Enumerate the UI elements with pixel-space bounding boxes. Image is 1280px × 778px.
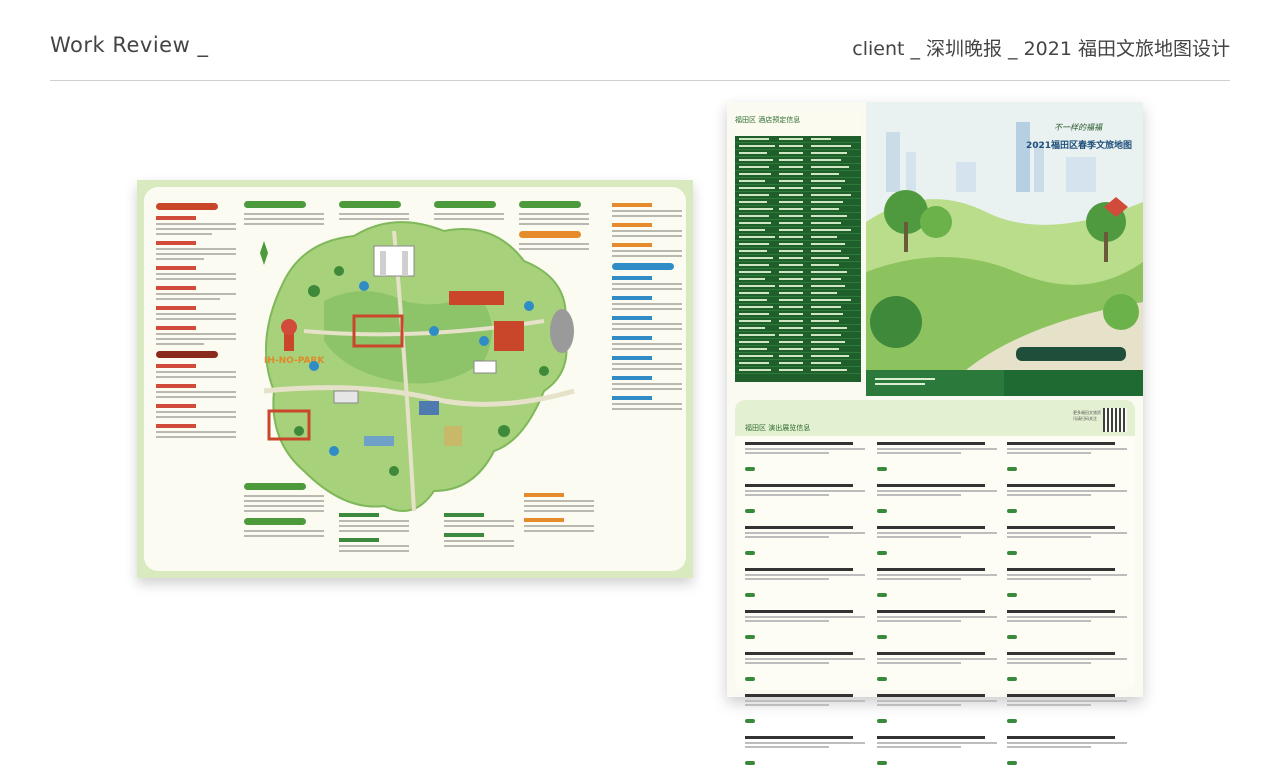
cover-brochure: 福田区 酒店预定信息 (727, 102, 1143, 765)
map-pin-icon (329, 446, 339, 456)
events-column (877, 442, 997, 778)
client-title: client _ 深圳晚报 _ 2021 福田文旅地图设计 (852, 38, 1230, 60)
building-landmark (352, 314, 404, 348)
header-divider (50, 80, 1230, 81)
hotel-panel: 福田区 酒店预定信息 (735, 112, 861, 382)
qr-caption: 更多福田文旅资讯请扫码关注 (1073, 410, 1101, 421)
district-map: IH-NO-PARK (260, 221, 575, 512)
page-header: Work Review _ client _ 深圳晚报 _ 2021 福田文旅地… (0, 0, 1280, 82)
map-pin-icon (309, 361, 319, 371)
hotel-panel-title: 福田区 酒店预定信息 (735, 116, 801, 124)
map-road (263, 385, 575, 407)
map-brochure-panel: IH-NO-PARK (144, 187, 686, 571)
cover-illustration: 不一样的福福 2021福田区春季文旅地图 (866, 102, 1143, 370)
rock-landmark (550, 309, 574, 353)
section-label (156, 203, 218, 210)
map-brochure: IH-NO-PARK (137, 180, 693, 578)
map-pin-icon (524, 301, 534, 311)
building-landmark (449, 291, 504, 305)
hotel-table (735, 136, 861, 382)
train-illustration (1016, 347, 1126, 361)
map-park-area (324, 291, 492, 384)
tulip-landmark (284, 331, 294, 351)
compass-icon (260, 241, 268, 265)
left-info-column (156, 197, 236, 561)
map-pin-icon (479, 336, 489, 346)
events-column (1007, 442, 1127, 778)
work-review-title: Work Review _ (50, 33, 209, 57)
cover-art (866, 102, 1143, 370)
kite-icon (1104, 197, 1128, 217)
qr-code (1103, 408, 1127, 432)
right-info-column (612, 197, 682, 561)
map-pin-icon (429, 326, 439, 336)
events-column (745, 442, 865, 778)
map-pin-icon (359, 281, 369, 291)
events-panel-title: 福田区 演出展览信息 (745, 424, 811, 432)
bridge-landmark (267, 409, 311, 441)
park-sign: IH-NO-PARK (264, 356, 325, 366)
building-landmark (494, 321, 524, 351)
cover-title: 2021福田区春季文旅地图 (1026, 141, 1133, 151)
cover-tagline: 不一样的福福 (1054, 123, 1102, 132)
